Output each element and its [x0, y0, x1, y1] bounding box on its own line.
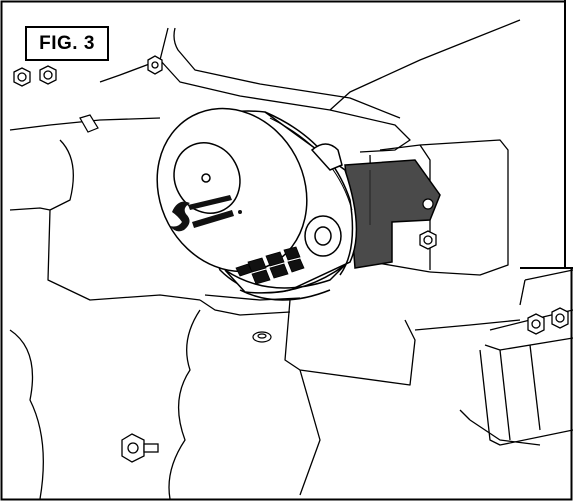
hex-nut-icon	[551, 307, 569, 329]
speaker-grille	[235, 246, 305, 285]
clip-icon	[79, 114, 99, 133]
figure-label: FIG. 3	[25, 26, 109, 61]
mounting-bracket	[344, 159, 441, 269]
signature-series-logo	[170, 195, 242, 232]
hex-nut-icon	[39, 65, 57, 85]
hex-nut-icon	[419, 230, 437, 250]
bolt-head-icon	[252, 331, 272, 343]
stud-bolt-icon	[121, 433, 159, 463]
hex-nut-icon	[147, 55, 163, 75]
hex-nut-icon	[527, 313, 545, 335]
hex-nut-icon	[13, 67, 31, 87]
inset-panel	[520, 0, 573, 269]
siren-speaker	[156, 107, 358, 301]
